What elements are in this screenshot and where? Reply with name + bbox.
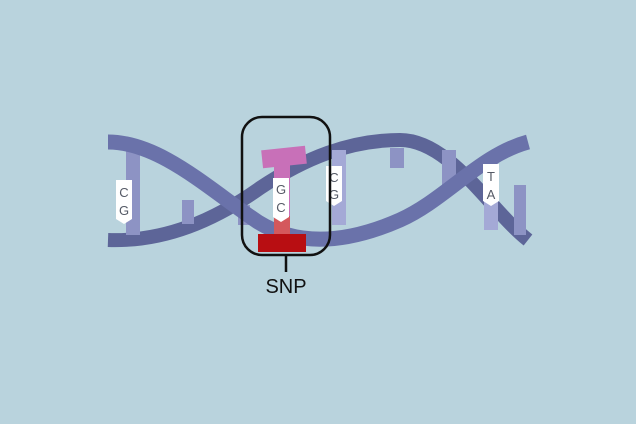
rung [442,150,456,185]
base-tag-3: C G [326,166,342,206]
tag-shape [483,164,499,206]
snp-bottom-base [258,234,306,252]
snp-top-base [261,145,307,169]
base-letter-bottom: A [487,187,496,202]
tag-shape [273,178,289,222]
base-letter-top: T [487,169,495,184]
snp-mid-base [274,216,290,238]
base-letter-top: C [329,170,338,185]
base-letter-top: C [119,185,128,200]
dna-strand-front [107,134,531,247]
rung [514,185,526,235]
base-letter-bottom: G [119,203,129,218]
base-tag-2: G C [273,178,289,222]
base-letter-bottom: C [276,200,285,215]
rung [390,148,404,168]
tag-shape [116,180,132,224]
base-letter-bottom: G [329,187,339,202]
base-tag-1: C G [116,180,132,224]
base-letter-top: G [276,182,286,197]
rung [182,200,194,224]
base-tag-4: T A [483,164,499,206]
snp-label: SNP [265,276,306,298]
